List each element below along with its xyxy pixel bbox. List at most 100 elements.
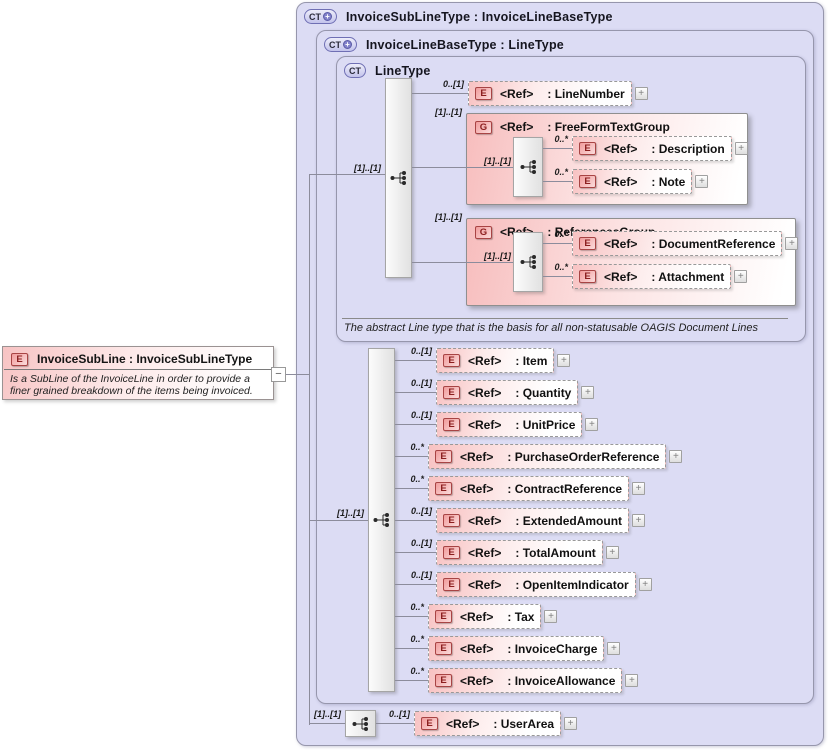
element-box[interactable]: E<Ref>: ContractReference	[428, 476, 630, 501]
element-node-description[interactable]: E<Ref>: Description+	[572, 136, 748, 161]
element-name: : TotalAmount	[515, 545, 596, 560]
container-title: InvoiceLineBaseType : LineType	[366, 37, 564, 52]
expand-button[interactable]: +	[632, 482, 646, 495]
element-icon: E	[443, 418, 460, 431]
connector-line	[543, 148, 572, 149]
ref-label: <Ref>	[604, 269, 638, 284]
cardinality-label: [1]..[1]	[314, 709, 341, 719]
ref-label: <Ref>	[604, 174, 638, 189]
expand-button[interactable]: +	[544, 610, 558, 623]
element-invoicesubline-box[interactable]: E InvoiceSubLine : InvoiceSubLineType Is…	[2, 346, 274, 400]
connector-line	[395, 648, 428, 649]
element-node-invoicecharge[interactable]: E<Ref>: InvoiceCharge+	[428, 636, 621, 661]
expand-button[interactable]: +	[638, 578, 652, 591]
element-name: : DocumentReference	[651, 236, 776, 251]
element-icon: E	[443, 386, 460, 399]
expand-button[interactable]: +	[634, 87, 648, 100]
element-node-extendedamount[interactable]: E<Ref>: ExtendedAmount+	[436, 508, 646, 533]
element-box[interactable]: E<Ref>: UnitPrice	[436, 412, 583, 437]
element-box[interactable]: E<Ref>: Item	[436, 348, 555, 373]
element-box[interactable]: E<Ref>: TotalAmount	[436, 540, 603, 565]
sequence-icon	[520, 159, 537, 175]
element-icon: E	[579, 270, 596, 283]
ref-label: <Ref>	[460, 609, 494, 624]
element-node-purchaseorderreference[interactable]: E<Ref>: PurchaseOrderReference+	[428, 444, 683, 469]
cardinality-label: [1]..[1]	[354, 163, 381, 173]
element-name: : UserArea	[493, 716, 555, 731]
element-box[interactable]: E<Ref>: Note	[572, 169, 693, 194]
connector-line	[395, 360, 436, 361]
cardinality-label: 0..*	[554, 229, 568, 239]
connector-line	[412, 167, 513, 168]
sequence-indicator	[513, 232, 543, 292]
ref-label: <Ref>	[460, 449, 494, 464]
element-box[interactable]: E<Ref>: InvoiceAllowance	[428, 668, 623, 693]
element-box[interactable]: E<Ref>: PurchaseOrderReference	[428, 444, 667, 469]
element-box[interactable]: E<Ref>: Quantity	[436, 380, 579, 405]
connector-line	[395, 552, 436, 553]
expand-button[interactable]: +	[557, 354, 571, 367]
element-node-linenumber[interactable]: E<Ref>: LineNumber+	[468, 81, 648, 106]
element-header: E InvoiceSubLine : InvoiceSubLineType	[3, 347, 273, 366]
expand-button[interactable]: +	[585, 418, 599, 431]
expand-button[interactable]: +	[605, 546, 619, 559]
connector-line	[395, 520, 436, 521]
ct-badge-text: CT	[349, 65, 361, 76]
expand-button[interactable]: +	[625, 674, 639, 687]
element-box[interactable]: E<Ref>: Attachment	[572, 264, 732, 289]
element-icon: E	[579, 175, 596, 188]
element-node-item[interactable]: E<Ref>: Item+	[436, 348, 571, 373]
expand-button[interactable]: +	[607, 642, 621, 655]
element-node-documentreference[interactable]: E<Ref>: DocumentReference+	[572, 231, 799, 256]
element-box[interactable]: E<Ref>: DocumentReference	[572, 231, 783, 256]
ref-label: <Ref>	[468, 353, 502, 368]
ref-label: <Ref>	[604, 141, 638, 156]
expand-button[interactable]: +	[581, 386, 595, 399]
element-node-quantity[interactable]: E<Ref>: Quantity+	[436, 380, 595, 405]
element-icon: E	[435, 674, 452, 687]
cardinality-label: 0..[1]	[410, 378, 432, 388]
connector-line	[395, 424, 436, 425]
expand-button[interactable]: +	[695, 175, 709, 188]
element-node-openitemindicator[interactable]: E<Ref>: OpenItemIndicator+	[436, 572, 652, 597]
element-box[interactable]: E <Ref> : Tax	[428, 604, 542, 629]
element-node-attachment[interactable]: E<Ref>: Attachment+	[572, 264, 748, 289]
element-box[interactable]: E<Ref>: InvoiceCharge	[428, 636, 605, 661]
connector-line	[543, 243, 572, 244]
element-node-totalamount[interactable]: E<Ref>: TotalAmount+	[436, 540, 619, 565]
element-node-userarea[interactable]: E<Ref>: UserArea+	[414, 711, 578, 736]
element-node-tax[interactable]: E <Ref> : Tax +	[428, 604, 558, 629]
element-node-contractreference[interactable]: E<Ref>: ContractReference+	[428, 476, 646, 501]
connector-line	[309, 174, 385, 175]
element-box[interactable]: E<Ref>: Description	[572, 136, 732, 161]
element-icon: E	[421, 717, 438, 730]
element-node-unitprice[interactable]: E<Ref>: UnitPrice+	[436, 412, 599, 437]
expand-button[interactable]: +	[564, 717, 578, 730]
cardinality-label: [1]..[1]	[435, 212, 462, 222]
complextype-derived-icon: CT +	[304, 9, 337, 24]
element-box[interactable]: E<Ref>: OpenItemIndicator	[436, 572, 636, 597]
expand-button[interactable]: +	[734, 142, 748, 155]
expand-button[interactable]: +	[734, 270, 748, 283]
sequence-indicator	[345, 710, 376, 737]
cardinality-label: [1]..[1]	[484, 156, 511, 166]
element-box[interactable]: E<Ref>: ExtendedAmount	[436, 508, 630, 533]
expand-button[interactable]: +	[785, 237, 799, 250]
sequence-icon	[373, 512, 390, 528]
element-name: : Tax	[507, 609, 535, 624]
expand-button[interactable]: +	[669, 450, 683, 463]
group-header: G<Ref>: FreeFormTextGroup	[467, 114, 747, 134]
element-node-note[interactable]: E<Ref>: Note+	[572, 169, 709, 194]
element-name: : InvoiceCharge	[507, 641, 598, 656]
element-node-invoiceallowance[interactable]: E<Ref>: InvoiceAllowance+	[428, 668, 639, 693]
cardinality-label: 0..[1]	[410, 570, 432, 580]
element-name: : LineNumber	[547, 86, 625, 101]
element-box[interactable]: E<Ref>: UserArea	[414, 711, 562, 736]
ref-label: <Ref>	[468, 577, 502, 592]
cardinality-label: 0..[1]	[410, 538, 432, 548]
element-box[interactable]: E<Ref>: LineNumber	[468, 81, 632, 106]
collapse-button[interactable]: −	[271, 367, 286, 382]
cardinality-label: 0..[1]	[410, 346, 432, 356]
element-icon: E	[435, 610, 452, 623]
expand-button[interactable]: +	[632, 514, 646, 527]
